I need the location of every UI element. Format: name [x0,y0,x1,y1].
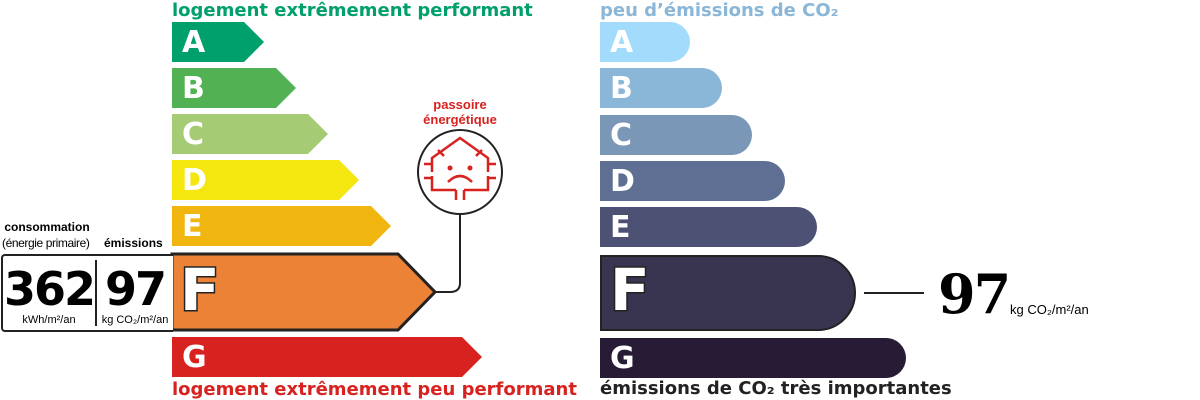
emissions-unit: kg CO₂/m²/an [101,314,169,326]
passoire-line1: passoire [433,97,487,112]
emissions-value: 97 [104,262,167,316]
climate-class-g: G [600,338,906,378]
climate-unit: kg CO₂/m²/an [1010,302,1089,317]
climate-class-f-letter: F [609,255,652,326]
class-letter: G [182,339,207,375]
energy-top-caption: logement extrêmement performant [172,0,533,21]
energy-class-c: C [172,114,328,154]
class-letter: E [182,208,203,244]
class-letter: G [610,340,635,376]
climate-pointer-line [864,292,924,294]
climate-class-b: B [600,68,722,108]
energy-class-f-letter: F [179,255,222,326]
energy-class-e: E [172,206,391,246]
class-letter: C [182,116,205,152]
passoire-label: passoire énergétique [400,97,520,127]
climate-class-a: A [600,22,690,62]
consumption-value: 362 [3,262,96,316]
class-letter: B [182,70,205,106]
consumption-unit: kWh/m²/an [22,314,76,326]
climate-class-c: C [600,115,752,155]
climate-value: 97 [938,262,1011,326]
class-letter: C [610,117,633,153]
passoire-icon [417,129,503,293]
climate-bottom-caption: émissions de CO₂ très importantes [600,378,952,399]
class-letter: B [610,70,633,106]
energy-class-a: A [172,22,264,62]
divider [95,260,97,326]
consumption-sublabel: (énergie primaire) [2,236,90,250]
energy-bottom-caption: logement extrêmement peu performant [172,379,577,400]
class-letter: D [182,162,207,198]
climate-class-f [600,255,856,331]
consumption-label: consommation [4,220,90,234]
passoire-line2: énergétique [423,112,497,127]
class-letter: A [182,24,206,60]
values-box: 362 kWh/m²/an 97 kg CO₂/m²/an [1,254,173,332]
energy-class-b: B [172,68,296,108]
energy-class-d: D [172,160,359,200]
emissions-label: émissions [104,236,163,250]
class-letter: D [610,163,635,199]
climate-class-e: E [600,207,817,247]
class-letter: E [610,209,631,245]
class-letter: A [610,24,634,60]
climate-class-d: D [600,161,785,201]
energy-class-g: G [172,337,482,377]
climate-top-caption: peu d’émissions de CO₂ [600,0,839,21]
